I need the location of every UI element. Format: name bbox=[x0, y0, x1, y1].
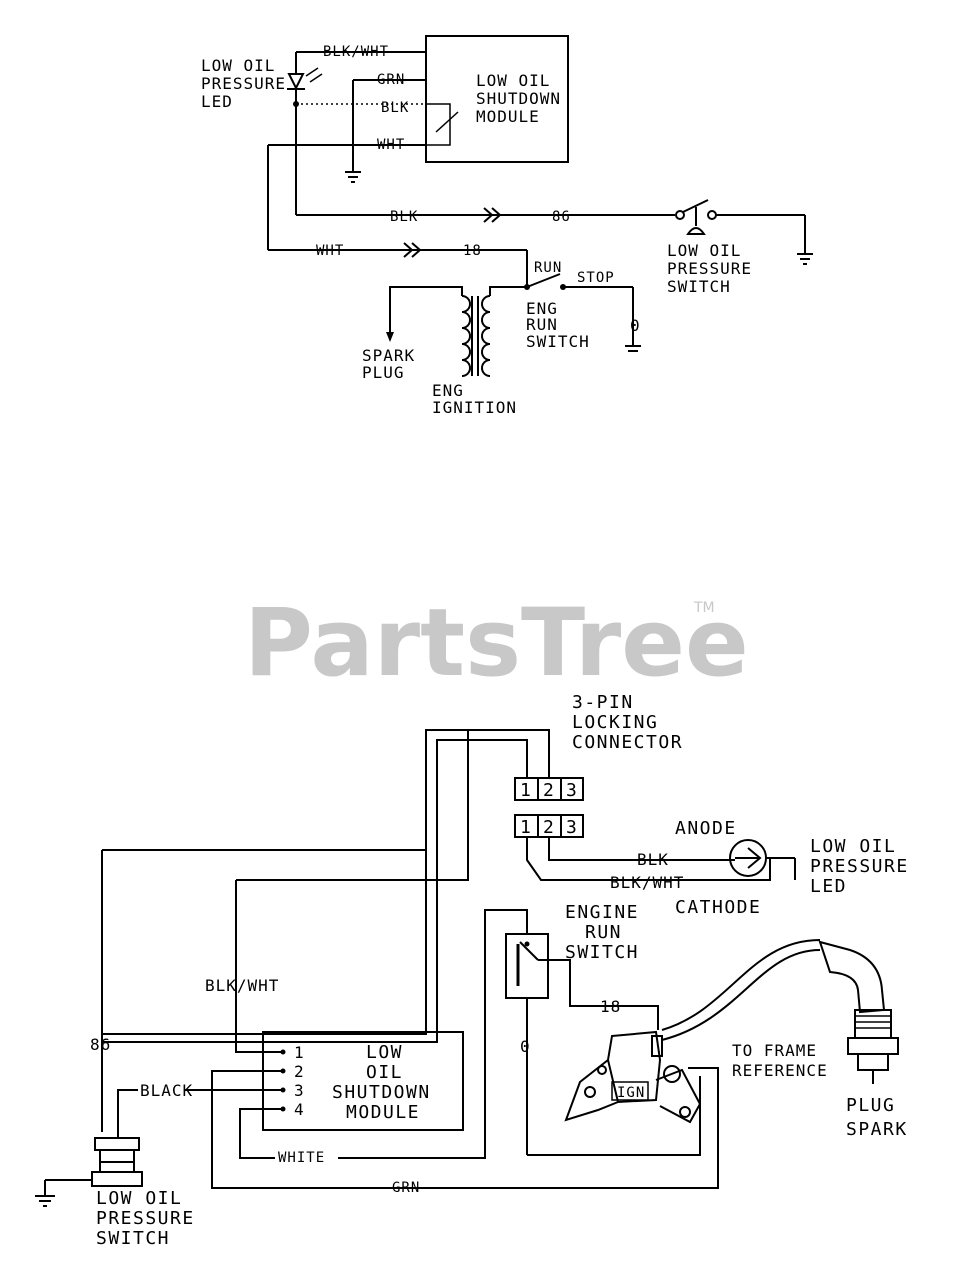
sch-spark-plug-2: PLUG bbox=[362, 363, 405, 382]
module-label-1: LOW bbox=[366, 1042, 403, 1063]
anode-label: ANODE bbox=[675, 818, 737, 839]
engine-run-switch-label-2: RUN bbox=[585, 922, 622, 943]
sch-spark-plug-1: SPARK bbox=[362, 346, 415, 365]
watermark-brand: PartsTree bbox=[244, 589, 749, 698]
sch-stop-label: STOP bbox=[577, 270, 615, 286]
sch-wire-blk-wht: BLK/WHT bbox=[323, 44, 389, 60]
connector-bottom-pin-1: 1 bbox=[520, 817, 532, 838]
connector-top: 1 2 3 bbox=[514, 777, 584, 801]
sch-module-label-1: LOW OIL bbox=[476, 71, 550, 90]
sch-eng-run-switch-2: RUN bbox=[526, 315, 558, 334]
sch-wire-wht: WHT bbox=[377, 137, 405, 153]
module-switch-icon bbox=[426, 103, 459, 146]
led-wire-blk: BLK bbox=[637, 850, 669, 869]
sch-eng-run-switch-icon bbox=[524, 273, 641, 352]
sch-wire-86: 86 bbox=[552, 209, 571, 225]
sch-eng-run-switch-1: ENG bbox=[526, 299, 558, 318]
wiring-layout: 3-PIN LOCKING CONNECTOR 1 2 3 1 2 3 bbox=[35, 692, 909, 1249]
sch-wht-run: WHT bbox=[316, 243, 344, 259]
wire-86-label: 86 bbox=[90, 1035, 111, 1054]
sch-ignition-1: ENG bbox=[432, 381, 464, 400]
grn-label: GRN bbox=[392, 1180, 420, 1196]
watermark-tm: TM bbox=[693, 600, 715, 616]
module-label-3: SHUTDOWN bbox=[332, 1082, 431, 1103]
sch-eng-run-switch-3: SWITCH bbox=[526, 332, 590, 351]
sch-led-label-1: LOW OIL bbox=[201, 56, 275, 75]
wire-18-label: 18 bbox=[600, 997, 621, 1016]
sch-switch-label-2: PRESSURE bbox=[667, 259, 752, 278]
sch-module-label-3: MODULE bbox=[476, 107, 540, 126]
led-wire-blk-wht: BLK/WHT bbox=[610, 873, 684, 892]
shutdown-module bbox=[262, 1031, 464, 1131]
pressure-switch-icon bbox=[35, 1137, 143, 1207]
sch-wire-grn: GRN bbox=[377, 72, 405, 88]
sch-pressure-switch-icon bbox=[675, 199, 813, 265]
connector-label-3: CONNECTOR bbox=[572, 732, 683, 753]
sch-wire-18: 18 bbox=[463, 243, 482, 259]
connector-label-2: LOCKING bbox=[572, 712, 658, 733]
cathode-label: CATHODE bbox=[675, 897, 761, 918]
switch-label-1: LOW OIL bbox=[96, 1188, 182, 1209]
spark-plug-icon bbox=[818, 940, 899, 1084]
module-pin-1: 1 bbox=[294, 1043, 305, 1062]
plug-spark-2: SPARK bbox=[846, 1119, 908, 1140]
engine-run-switch-label-3: SWITCH bbox=[565, 942, 639, 963]
plug-spark-1: PLUG bbox=[846, 1095, 895, 1116]
connector-top-pin-1: 1 bbox=[520, 780, 532, 801]
connector-bottom-pin-3: 3 bbox=[566, 817, 578, 838]
engine-run-switch-label-1: ENGINE bbox=[565, 902, 639, 923]
ground-icon bbox=[345, 171, 361, 183]
module-label-4: MODULE bbox=[346, 1102, 420, 1123]
sch-zero-label: 0 bbox=[630, 316, 641, 335]
schematic-diagram: LOW OIL PRESSURE LED BLK/WHT GRN BLK bbox=[201, 35, 813, 417]
white-label: WHITE bbox=[278, 1150, 325, 1166]
connector-bottom-pin-2: 2 bbox=[543, 817, 555, 838]
engine-run-switch-icon bbox=[505, 933, 549, 999]
connector-bottom: 1 2 3 bbox=[514, 814, 584, 838]
sch-switch-label-1: LOW OIL bbox=[667, 241, 741, 260]
sch-switch-label-3: SWITCH bbox=[667, 277, 731, 296]
connector-label-1: 3-PIN bbox=[572, 692, 634, 713]
led-icon bbox=[729, 839, 796, 880]
connector-top-pin-3: 3 bbox=[566, 780, 578, 801]
module-terminals: 1 2 3 4 bbox=[280, 1043, 305, 1119]
ignition-coil-icon bbox=[386, 286, 527, 377]
sch-blk-run: BLK bbox=[390, 209, 418, 225]
switch-label-2: PRESSURE bbox=[96, 1208, 195, 1229]
sch-shutdown-module bbox=[425, 35, 569, 163]
sch-led-label-3: LED bbox=[201, 92, 233, 111]
black-label: BLACK bbox=[140, 1081, 193, 1100]
blk-wht-left-label: BLK/WHT bbox=[205, 976, 279, 995]
connector-top-pin-2: 2 bbox=[543, 780, 555, 801]
sch-module-label-2: SHUTDOWN bbox=[476, 89, 561, 108]
led-diode-icon bbox=[287, 52, 323, 91]
led-label-1: LOW OIL bbox=[810, 836, 896, 857]
switch-label-3: SWITCH bbox=[96, 1228, 170, 1249]
led-label-3: LED bbox=[810, 876, 847, 897]
module-pin-4: 4 bbox=[294, 1100, 305, 1119]
watermark: PartsTree TM bbox=[244, 589, 749, 698]
ign-label: IGN bbox=[617, 1085, 645, 1101]
sch-run-label: RUN bbox=[534, 260, 562, 276]
wire-0-label: 0 bbox=[520, 1037, 531, 1056]
to-frame-label-1: TO FRAME bbox=[732, 1041, 817, 1060]
module-label-2: OIL bbox=[366, 1062, 403, 1083]
sch-led-label-2: PRESSURE bbox=[201, 74, 286, 93]
module-pin-2: 2 bbox=[294, 1062, 305, 1081]
led-label-2: PRESSURE bbox=[810, 856, 909, 877]
to-frame-label-2: REFERENCE bbox=[732, 1061, 828, 1080]
ignition-module-icon bbox=[564, 1030, 702, 1124]
sch-ignition-2: IGNITION bbox=[432, 398, 517, 417]
module-pin-3: 3 bbox=[294, 1081, 305, 1100]
sch-wire-blk: BLK bbox=[381, 100, 409, 116]
